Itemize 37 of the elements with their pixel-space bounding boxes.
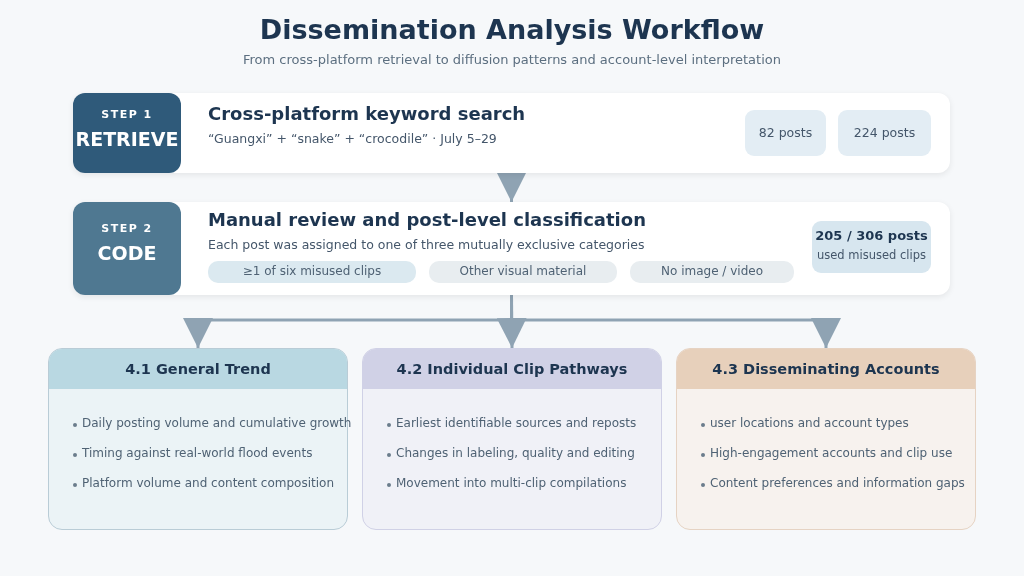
bullet-item: Timing against real-world flood events <box>82 446 313 460</box>
bullet-item: user locations and account types <box>710 416 909 430</box>
step-card <box>73 93 950 173</box>
stat-caption: used misused clips <box>817 248 926 262</box>
bullet-item: Earliest identifiable sources and reposts <box>396 416 637 430</box>
step-card <box>73 202 950 295</box>
post-count-badge: 82 posts <box>745 110 826 156</box>
bullet-item: Movement into multi-clip compilations <box>396 476 627 490</box>
stat-badge <box>812 221 931 273</box>
section-heading: 4.2 Individual Clip Pathways <box>363 349 661 389</box>
category-chip: ≥1 of six misused clips <box>208 261 416 283</box>
stat-value: 205 / 306 posts <box>815 228 928 243</box>
section-heading: 4.3 Disseminating Accounts <box>677 349 975 389</box>
step-description: “Guangxi” + “snake” + “crocodile” · July 5–29 <box>208 131 497 146</box>
bullet-item: Daily posting volume and cumulative growth <box>82 416 352 430</box>
arrow <box>496 172 527 202</box>
step-heading: Cross-platform keyword search <box>208 103 526 124</box>
bullet-item: Changes in labeling, quality and editing <box>396 446 635 460</box>
section-heading: 4.1 General Trend <box>49 349 347 389</box>
step-badge <box>73 202 181 295</box>
section-card <box>676 348 976 530</box>
step-heading: Manual review and post-level classification <box>208 209 646 230</box>
step-description: Each post was assigned to one of three mutually exclusive categories <box>208 237 645 252</box>
step-name: RETRIEVE <box>75 128 179 150</box>
section-card <box>362 348 662 530</box>
title: Dissemination Analysis Workflow <box>258 14 766 45</box>
step-number: STEP 2 <box>101 222 153 235</box>
step-name: CODE <box>97 242 157 264</box>
subtitle: From cross-platform retrieval to diffusion patterns and account-level interpretation <box>242 52 782 67</box>
category-chip: No image / video <box>630 261 794 283</box>
bullet-item: Content preferences and information gaps <box>710 476 965 490</box>
step-badge <box>73 93 181 173</box>
step-number: STEP 1 <box>101 108 153 121</box>
post-count-badge: 224 posts <box>838 110 931 156</box>
bullet-item: Platform volume and content composition <box>82 476 334 490</box>
bullet-item: High-engagement accounts and clip use <box>710 446 953 460</box>
category-chip: Other visual material <box>429 261 617 283</box>
